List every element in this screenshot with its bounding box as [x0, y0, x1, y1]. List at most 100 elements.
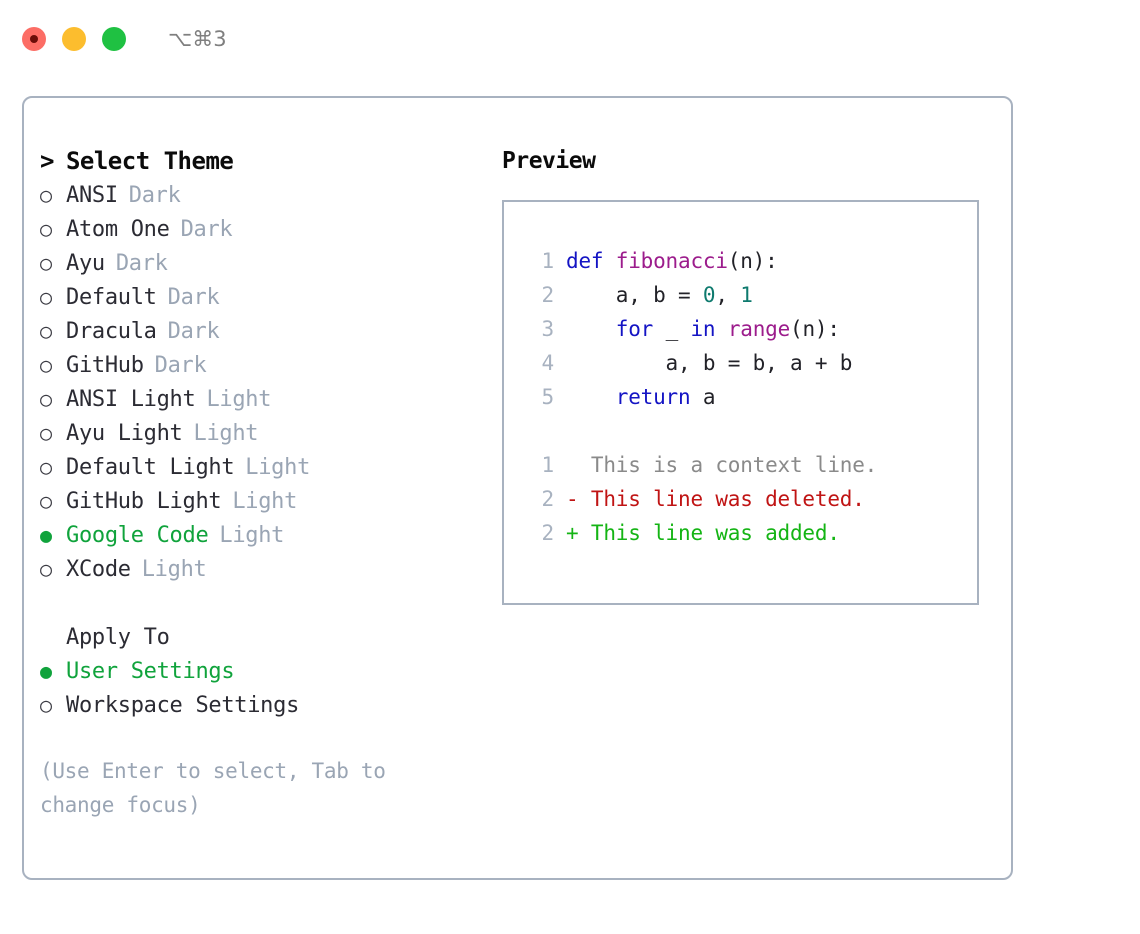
apply-to-label: Apply To [40, 620, 490, 654]
theme-option-name: Default [66, 284, 157, 310]
line-number: 2 [541, 283, 555, 307]
theme-option-name: ANSI [66, 182, 118, 208]
select-theme-title: Select Theme [65, 147, 234, 175]
theme-option-name: Atom One [66, 216, 170, 242]
radio-unselected-icon: ○ [40, 183, 52, 207]
code-token-plain: a, b = b, a + b [566, 351, 853, 375]
zoom-button[interactable] [102, 27, 126, 51]
radio-unselected-icon: ○ [40, 353, 52, 377]
radio-selected-icon: ● [40, 523, 52, 547]
theme-option-default[interactable]: ○ Default Dark [40, 280, 490, 314]
theme-option-kind: Dark [154, 352, 207, 378]
diff-marker: - [566, 487, 579, 511]
list-spacer [40, 586, 490, 620]
code-diff-gap [526, 414, 977, 448]
diff-line: 2- This line was deleted. [526, 482, 977, 516]
code-token-num: 1 [740, 283, 753, 307]
theme-option-kind: Light [232, 488, 298, 514]
minimize-button[interactable] [62, 27, 86, 51]
radio-unselected-icon: ○ [40, 387, 52, 411]
diff-marker: + [566, 521, 579, 545]
diff-text: This is a context line. [578, 453, 878, 477]
code-token-fn: range [727, 317, 791, 341]
code-line: 2 a, b = 0, 1 [526, 278, 977, 312]
traffic-lights [22, 27, 126, 51]
line-number: 4 [541, 351, 555, 375]
preview-title: Preview [502, 148, 596, 174]
line-number: 2 [541, 487, 555, 511]
diff-sample: 1 This is a context line. 2- This line wa… [526, 448, 977, 550]
theme-option-name: GitHub Light [66, 488, 222, 514]
code-line: 3 for _ in range(n): [526, 312, 977, 346]
theme-option-ansi[interactable]: ○ ANSI Dark [40, 178, 490, 212]
theme-option-name: XCode [66, 556, 131, 582]
line-number: 5 [541, 385, 555, 409]
code-token-plain [566, 317, 616, 341]
diff-line: 2 + This line was added. [526, 516, 977, 550]
theme-option-kind: Light [206, 386, 272, 412]
theme-option-name: Ayu [66, 250, 105, 276]
theme-option-kind: Dark [128, 182, 181, 208]
code-line: 5 return a [526, 380, 977, 414]
code-token-plain: _ [653, 317, 691, 341]
keyboard-hint: (Use Enter to select, Tab to change focu… [40, 759, 386, 817]
apply-to-option-workspace-settings[interactable]: ○ Workspace Settings [40, 688, 490, 722]
apply-to-option-name: Workspace Settings [66, 692, 300, 718]
code-token-plain: , [715, 283, 741, 307]
theme-option-kind: Light [193, 420, 259, 446]
radio-unselected-icon: ○ [40, 489, 52, 513]
shortcut-label: ⌥⌘3 [168, 27, 227, 51]
diff-text: This line was deleted. [578, 487, 865, 511]
radio-selected-icon: ● [40, 659, 52, 683]
code-token-kw: in [690, 317, 716, 341]
apply-to-option-name: User Settings [66, 658, 235, 684]
theme-option-ansi-light[interactable]: ○ ANSI Light Light [40, 382, 490, 416]
diff-marker [566, 453, 578, 477]
diff-text: This line was added. [578, 521, 840, 545]
line-number: 1 [541, 249, 555, 273]
theme-option-name: Google Code [66, 522, 209, 548]
radio-unselected-icon: ○ [40, 693, 52, 717]
code-line: 4 a, b = b, a + b [526, 346, 977, 380]
theme-option-kind: Dark [115, 250, 168, 276]
theme-option-name: Dracula [66, 318, 157, 344]
line-number: 2 [541, 521, 555, 545]
radio-unselected-icon: ○ [40, 319, 52, 343]
line-number: 1 [541, 453, 555, 477]
apply-to-option-user-settings[interactable]: ● User Settings [40, 654, 490, 688]
code-token-plain: (n): [727, 249, 778, 273]
apply-to-title: Apply To [66, 624, 170, 650]
theme-option-xcode[interactable]: ○ XCode Light [40, 552, 490, 586]
close-button[interactable] [22, 27, 46, 51]
radio-unselected-icon: ○ [40, 421, 52, 445]
code-token-fn: fibonacci [615, 249, 728, 273]
theme-option-ayu-light[interactable]: ○ Ayu Light Light [40, 416, 490, 450]
apply-to-option-list: ● User Settings ○ Workspace Settings [40, 654, 490, 722]
line-number: 3 [541, 317, 555, 341]
theme-option-name: ANSI Light [66, 386, 196, 412]
code-token-num: 0 [702, 283, 716, 307]
theme-option-kind: Light [141, 556, 207, 582]
select-theme-header: > Select Theme [40, 144, 490, 178]
code-token-plain [566, 385, 616, 409]
code-token-plain: a [690, 385, 716, 409]
radio-unselected-icon: ○ [40, 285, 52, 309]
theme-option-kind: Dark [167, 284, 220, 310]
theme-option-name: Ayu Light [66, 420, 183, 446]
code-token-plain: (n): [790, 317, 840, 341]
radio-unselected-icon: ○ [40, 557, 52, 581]
code-token-plain [715, 317, 727, 341]
theme-option-github-light[interactable]: ○ GitHub Light Light [40, 484, 490, 518]
